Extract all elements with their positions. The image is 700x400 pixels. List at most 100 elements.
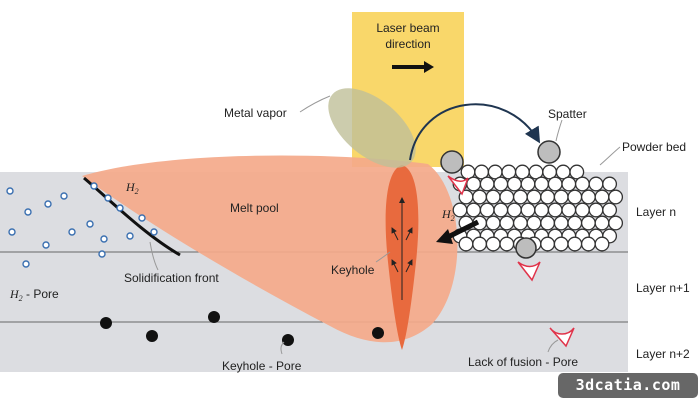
powder-particle xyxy=(452,202,468,218)
keyhole-label-leader xyxy=(375,251,391,263)
powder-bed-leader xyxy=(599,146,621,166)
powder-particle xyxy=(608,215,624,231)
metal-vapor-label: Metal vapor xyxy=(224,106,287,120)
spatter-trajectory xyxy=(409,103,541,161)
powder-particle xyxy=(547,176,563,192)
hydrogen-pore xyxy=(24,208,32,216)
powder-particle xyxy=(520,176,536,192)
lack-of-fusion-pore xyxy=(549,327,575,348)
h2-keyhole-label: H2 xyxy=(441,207,455,223)
hydrogen-pore xyxy=(100,235,108,243)
spatter-leader xyxy=(555,119,563,142)
powder-particle xyxy=(485,236,501,252)
layer-n-label: Layer n xyxy=(636,205,676,219)
powder-particle xyxy=(569,164,585,180)
powder-particle xyxy=(540,215,556,231)
powder-particle xyxy=(534,202,550,218)
hydrogen-pore xyxy=(90,182,98,190)
powder-particle xyxy=(553,189,569,205)
hydrogen-pore xyxy=(68,228,76,236)
h2-pore-label: H2 - Pore xyxy=(9,287,59,303)
hydrogen-pore xyxy=(86,220,94,228)
hydrogen-pore xyxy=(98,250,106,258)
powder-particle xyxy=(512,189,528,205)
hydrogen-pore xyxy=(22,260,30,268)
hydrogen-pore xyxy=(6,187,14,195)
powder-particle xyxy=(580,189,596,205)
powder-particle xyxy=(567,189,583,205)
powder-particle xyxy=(553,215,569,231)
spatter-label: Spatter xyxy=(548,107,587,121)
melt-pool-label: Melt pool xyxy=(230,201,279,215)
laser-beam-label: direction xyxy=(385,37,430,51)
powder-particle xyxy=(561,176,577,192)
powder-particle xyxy=(540,189,556,205)
powder-particle xyxy=(466,202,482,218)
powder-particle xyxy=(472,189,488,205)
watermark-background xyxy=(558,373,698,398)
keyhole-pore xyxy=(100,317,112,329)
keyhole-pore xyxy=(208,311,220,323)
powder-particle xyxy=(594,215,610,231)
layer-n1-label: Layer n+1 xyxy=(636,281,690,295)
laser-direction-arrowhead xyxy=(424,61,434,73)
keyhole-pore-leader xyxy=(280,341,285,355)
hydrogen-ingress-arrow xyxy=(444,219,480,241)
powder-particle xyxy=(499,236,515,252)
hydrogen-pore xyxy=(150,228,158,236)
powder-particle xyxy=(506,202,522,218)
lack-of-fusion-label: Lack of fusion - Pore xyxy=(468,355,578,369)
powder-bed-label: Powder bed xyxy=(622,140,686,154)
powder-particle xyxy=(499,189,515,205)
hydrogen-pore xyxy=(104,194,112,202)
powder-particle xyxy=(485,189,501,205)
keyhole-pore xyxy=(282,334,294,346)
lack-of-fusion-pore xyxy=(517,261,541,282)
powder-particle xyxy=(594,189,610,205)
keyhole-pore xyxy=(372,327,384,339)
powder-particle xyxy=(540,236,556,252)
keyhole-label: Keyhole xyxy=(331,263,375,277)
powder-bed xyxy=(452,164,624,252)
powder-particle xyxy=(580,236,596,252)
powder-particle xyxy=(526,215,542,231)
hydrogen-pore xyxy=(8,228,16,236)
powder-particle xyxy=(499,215,515,231)
powder-particle xyxy=(493,202,509,218)
layer-n2-label: Layer n+2 xyxy=(636,347,690,361)
powder-particle xyxy=(567,236,583,252)
powder-particle xyxy=(588,202,604,218)
powder-particle xyxy=(574,176,590,192)
keyhole-flow-arrow xyxy=(405,259,413,273)
lack-of-fusion-pore xyxy=(447,175,469,196)
hydrogen-pore xyxy=(116,204,124,212)
powder-particle xyxy=(466,176,482,192)
keyhole-flow-arrow xyxy=(391,227,399,241)
keyhole-pore-label: Keyhole - Pore xyxy=(222,359,302,373)
powder-particle xyxy=(602,176,618,192)
powder-particle xyxy=(553,236,569,252)
keyhole-flow-arrow xyxy=(405,227,413,241)
solidification-front-leader xyxy=(149,241,159,271)
powder-particle xyxy=(567,215,583,231)
powder-particle xyxy=(493,176,509,192)
hydrogen-ingress-arrowhead xyxy=(436,229,453,244)
h2-label: H2 xyxy=(125,180,139,196)
powder-particle xyxy=(512,215,528,231)
lack-of-fusion-leader xyxy=(547,339,559,353)
hydrogen-pore xyxy=(60,192,68,200)
melt-pool xyxy=(82,155,458,343)
powder-particle xyxy=(526,189,542,205)
powder-particle xyxy=(580,215,596,231)
powder-particle xyxy=(458,236,474,252)
powder-particle-large xyxy=(440,150,464,174)
hydrogen-pore xyxy=(44,200,52,208)
powder-particle xyxy=(479,176,495,192)
powder-particle xyxy=(594,236,610,252)
powder-particle xyxy=(602,202,618,218)
powder-particle xyxy=(574,202,590,218)
powder-particle xyxy=(534,176,550,192)
hydrogen-pores xyxy=(6,182,158,268)
powder-particle-large xyxy=(515,237,537,259)
